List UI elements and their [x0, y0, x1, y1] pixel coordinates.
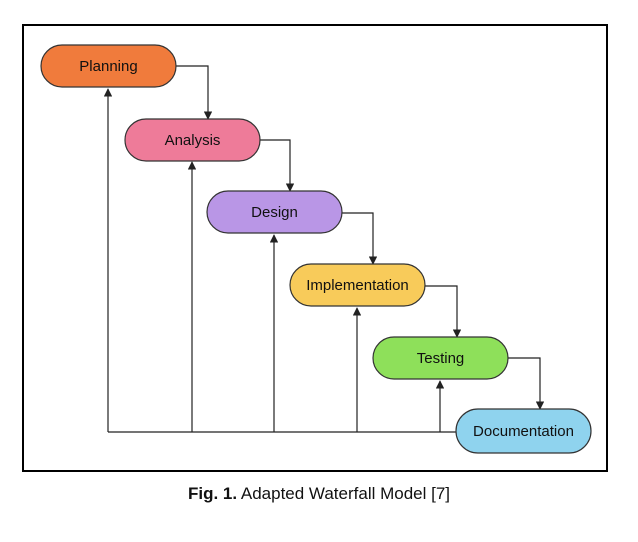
stage-testing: Testing	[372, 336, 509, 380]
feedback-lines	[103, 88, 456, 433]
stage-testing-label: Testing	[417, 350, 465, 367]
stage-analysis-box	[124, 118, 261, 162]
connector-design-to-implementation	[342, 212, 378, 265]
stage-testing-box	[372, 336, 509, 380]
figure-caption: Fig. 1. Adapted Waterfall Model [7]	[0, 484, 638, 504]
stage-implementation-label: Implementation	[306, 277, 409, 294]
connector-testing-to-documentation	[508, 357, 545, 410]
connector-planning-to-analysis	[176, 65, 213, 120]
stage-analysis-label: Analysis	[165, 132, 221, 149]
stage-implementation: Implementation	[289, 263, 426, 307]
stage-analysis: Analysis	[124, 118, 261, 162]
connector-implementation-to-testing	[425, 285, 462, 338]
stage-design-label: Design	[251, 204, 298, 221]
forward-connectors	[176, 65, 545, 410]
stage-documentation-label: Documentation	[473, 423, 574, 440]
stage-planning: Planning	[40, 44, 177, 88]
stage-planning-label: Planning	[79, 58, 137, 75]
figure-caption-text: Adapted Waterfall Model [7]	[237, 484, 451, 503]
stage-planning-box	[40, 44, 177, 88]
stage-design-box	[206, 190, 343, 234]
connector-analysis-to-design	[260, 139, 295, 192]
stage-documentation: Documentation	[455, 408, 592, 454]
diagram-frame	[22, 24, 608, 472]
stage-documentation-box	[455, 408, 592, 454]
stage-implementation-box	[289, 263, 426, 307]
stage-design: Design	[206, 190, 343, 234]
figure-number: Fig. 1.	[187, 484, 238, 503]
